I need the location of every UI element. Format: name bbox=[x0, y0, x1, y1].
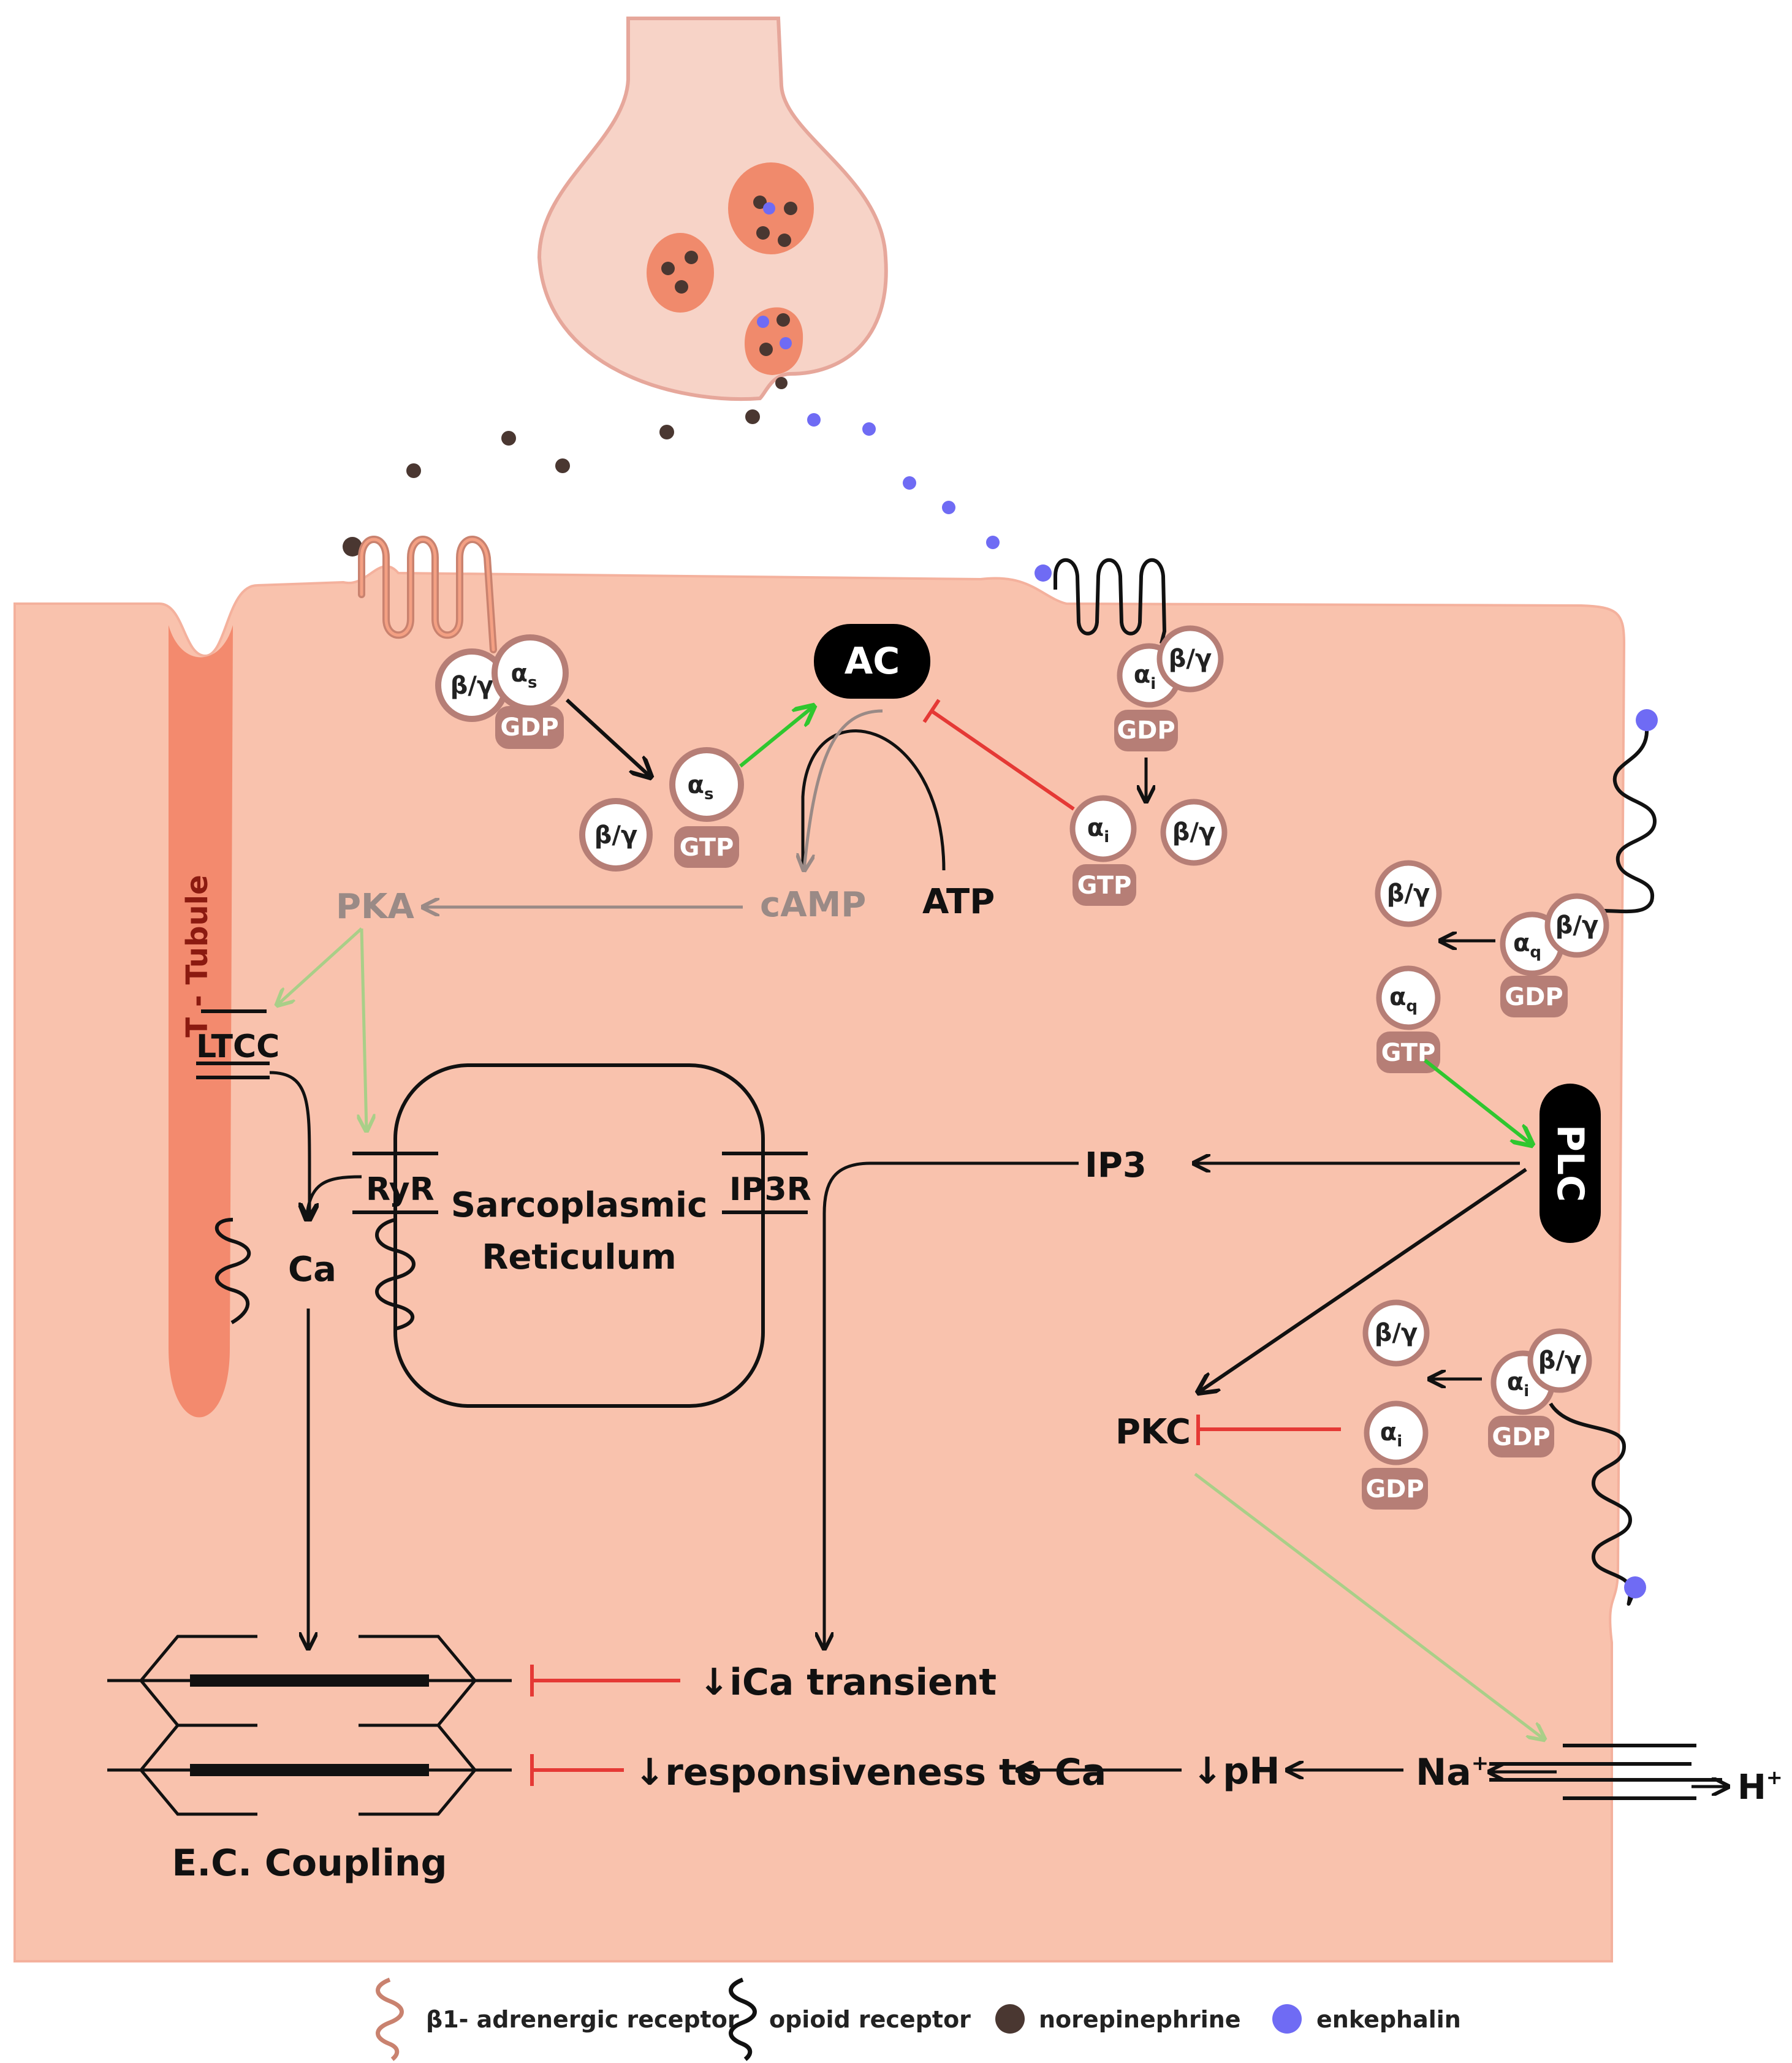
opioid-receptor-top bbox=[1054, 558, 1167, 644]
gi-alpha-gdp-bottom: GDP αi bbox=[1362, 1400, 1429, 1510]
free-beta-gamma: β/γ bbox=[579, 798, 653, 872]
responsiveness-label: ↓responsiveness to Ca bbox=[634, 1751, 1106, 1794]
sarcoplasmic-reticulum bbox=[393, 1063, 765, 1408]
ph-label: ↓pH bbox=[1192, 1750, 1280, 1793]
legend-beta1-label: β1- adrenergic receptor bbox=[426, 2006, 739, 2033]
vesicle bbox=[647, 233, 714, 313]
svg-text:GTP: GTP bbox=[1077, 872, 1132, 900]
svg-text:β/γ: β/γ bbox=[1538, 1347, 1582, 1375]
svg-text:β/γ: β/γ bbox=[1169, 645, 1212, 673]
gs-alpha-gtp: GTP αs bbox=[669, 747, 744, 868]
gq-protein-gdp: GDP αq β/γ bbox=[1500, 893, 1609, 1017]
released-enkephalin bbox=[807, 413, 1052, 582]
gi-protein-gdp-bottom: GDP αi β/γ bbox=[1488, 1328, 1592, 1457]
ip3r-channel bbox=[722, 1152, 808, 1214]
svg-text:αq: αq bbox=[1389, 983, 1418, 1016]
h-label: H+ bbox=[1737, 1766, 1783, 1807]
svg-text:PLC: PLC bbox=[1549, 1125, 1592, 1202]
svg-text:GDP: GDP bbox=[500, 713, 558, 742]
vesicles bbox=[647, 162, 814, 389]
svg-text:αq: αq bbox=[1513, 929, 1541, 962]
svg-text:GDP: GDP bbox=[1492, 1423, 1550, 1451]
arrow-ip3-to-ica bbox=[824, 1161, 1079, 1649]
arrow-plc-to-pkc bbox=[1198, 1168, 1527, 1392]
adenylyl-cyclase: AC bbox=[814, 624, 930, 699]
arrow-ltcc-to-ca bbox=[269, 1071, 309, 1220]
svg-text:GTP: GTP bbox=[680, 834, 734, 862]
svg-text:GDP: GDP bbox=[1117, 716, 1175, 745]
ryr-coil bbox=[375, 1218, 416, 1331]
arrow-gs-activation bbox=[565, 698, 651, 777]
svg-text:GDP: GDP bbox=[1365, 1475, 1424, 1503]
t-tubule bbox=[169, 625, 233, 1418]
nerve-terminal bbox=[537, 17, 888, 401]
atp-label: ATP bbox=[922, 882, 995, 922]
svg-text:β/γ: β/γ bbox=[1172, 818, 1216, 846]
svg-text:αs: αs bbox=[688, 771, 714, 804]
ip3r-label: IP3R bbox=[729, 1171, 811, 1208]
svg-text:αs: αs bbox=[511, 659, 537, 692]
arrow-ryr-to-ca bbox=[306, 1175, 362, 1220]
camp-label: cAMP bbox=[760, 885, 866, 925]
enkephalin-bound bbox=[1624, 1576, 1646, 1598]
sarcomere-bottom bbox=[107, 1723, 512, 1816]
gi-protein-gdp-top: GDP αi β/γ bbox=[1114, 625, 1224, 751]
legend: β1- adrenergic receptor opioid receptor … bbox=[376, 1977, 1461, 2061]
sr-label-line1: Sarcoplasmic bbox=[451, 1185, 708, 1225]
legend-enkephalin-icon bbox=[1272, 2004, 1302, 2034]
ica-transient-label: ↓iCa transient bbox=[699, 1661, 997, 1704]
ltcc-channel bbox=[196, 1009, 270, 1079]
svg-text:β/γ: β/γ bbox=[1555, 911, 1599, 940]
legend-norepinephrine-label: norepinephrine bbox=[1039, 2006, 1241, 2033]
svg-text:αi: αi bbox=[1507, 1368, 1529, 1400]
svg-text:GDP: GDP bbox=[1505, 983, 1563, 1011]
pkc-label: PKC bbox=[1115, 1412, 1191, 1452]
ryr-label: RyR bbox=[366, 1171, 435, 1208]
arrow-pkc-to-exchanger bbox=[1194, 1473, 1544, 1739]
legend-opioid-icon bbox=[729, 1977, 757, 2061]
free-beta-gamma-gi-bottom: β/γ bbox=[1362, 1299, 1430, 1367]
inhibit-gi-to-ac bbox=[930, 709, 1075, 811]
enkephalin-bound bbox=[1636, 709, 1658, 731]
svg-text:AC: AC bbox=[845, 640, 900, 683]
svg-text:β/γ: β/γ bbox=[594, 821, 638, 849]
ca-label: Ca bbox=[288, 1250, 336, 1290]
free-beta-gamma-gi-top: β/γ bbox=[1160, 799, 1228, 866]
gq-alpha-gtp: GTP αq bbox=[1376, 965, 1441, 1073]
ec-coupling-label: E.C. Coupling bbox=[172, 1842, 447, 1885]
legend-opioid-label: opioid receptor bbox=[769, 2006, 971, 2033]
arrow-pka-to-ryr bbox=[362, 928, 366, 1131]
arrow-pka-to-ltcc bbox=[277, 927, 363, 1005]
arrow-gq-to-plc bbox=[1424, 1058, 1532, 1145]
opioid-receptor-right-upper bbox=[1546, 720, 1657, 933]
svg-text:β/γ: β/γ bbox=[450, 672, 494, 700]
ltcc-label: LTCC bbox=[196, 1028, 279, 1065]
svg-text:β/γ: β/γ bbox=[1375, 1319, 1418, 1347]
pka-label: PKA bbox=[336, 887, 414, 927]
svg-text:αi: αi bbox=[1380, 1418, 1402, 1451]
legend-enkephalin-label: enkephalin bbox=[1316, 2006, 1461, 2033]
legend-beta1-icon bbox=[376, 1977, 404, 2061]
na-h-exchanger bbox=[1489, 1744, 1722, 1800]
na-label: Na+ bbox=[1416, 1751, 1489, 1794]
svg-text:αi: αi bbox=[1087, 814, 1109, 846]
cardiomyocyte-cell bbox=[13, 564, 1626, 1962]
sr-label-line2: Reticulum bbox=[482, 1237, 677, 1277]
svg-text:β/γ: β/γ bbox=[1387, 880, 1430, 908]
gs-protein-gdp: GDP β/γ αs bbox=[435, 634, 569, 749]
free-beta-gamma-gq: β/γ bbox=[1375, 860, 1442, 927]
svg-text:αi: αi bbox=[1134, 661, 1156, 693]
arrow-gs-to-ac bbox=[739, 706, 814, 768]
atp-to-camp-curve bbox=[801, 729, 946, 871]
released-norepinephrine bbox=[343, 409, 760, 557]
ltcc-coil bbox=[215, 1218, 251, 1324]
gi-alpha-gtp-top: GTP αi bbox=[1069, 795, 1137, 906]
phospholipase-c: PLC bbox=[1540, 1084, 1601, 1243]
ip3-label: IP3 bbox=[1085, 1145, 1147, 1185]
legend-norepinephrine-icon bbox=[995, 2004, 1025, 2034]
ryr-channel bbox=[352, 1152, 438, 1214]
